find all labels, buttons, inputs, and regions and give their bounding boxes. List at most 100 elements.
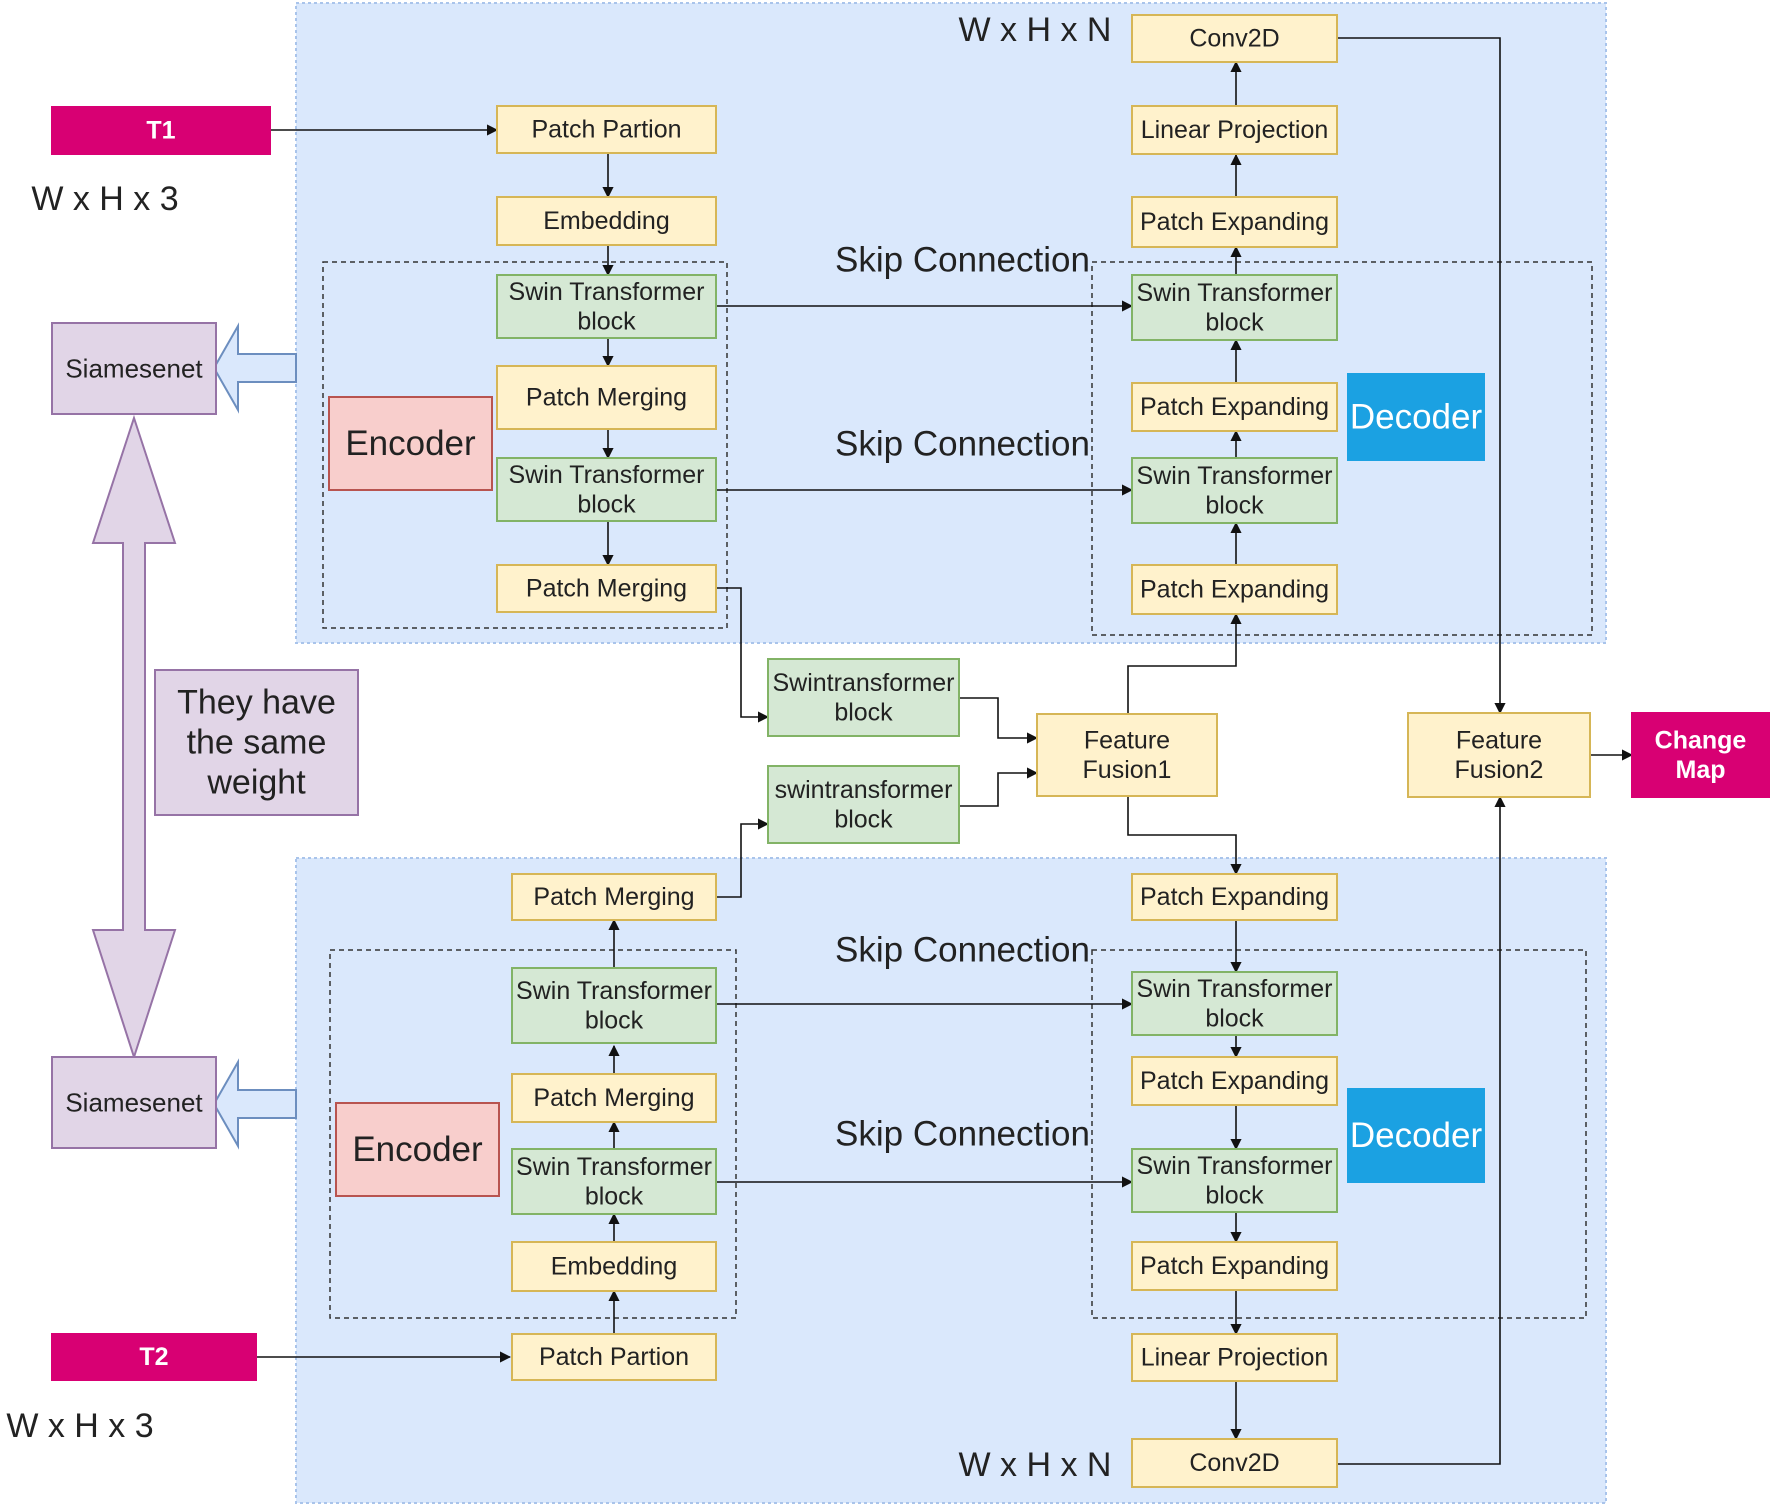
top-embedding: Embedding (496, 196, 717, 246)
input-t1-label-line: T1 (146, 117, 175, 145)
top-decoder-label-label: Decoder (1350, 398, 1483, 437)
top-patch-merging-1-label-line: Patch Merging (526, 384, 687, 412)
bottom-encoder-swin-1-label-line: block (585, 1006, 644, 1034)
top-decoder-label-label-line: Decoder (1350, 398, 1483, 437)
bottom-skip-connection-1: Skip Connection (835, 931, 1090, 970)
middle-swin-bottom-label-line: swintransformer (775, 776, 953, 804)
top-skip-connection-1: Skip Connection (835, 241, 1090, 280)
t1-dimensions: W x H x 3 (31, 180, 178, 218)
bottom-patch-partion-label-line: Patch Partion (539, 1343, 689, 1371)
bottom-embedding: Embedding (511, 1241, 717, 1292)
middle-swin-bottom-label-line: block (834, 805, 893, 833)
top-embedding-label: Embedding (543, 207, 669, 235)
top-patch-partion-box (496, 105, 717, 154)
top-patch-expanding-2-label: Patch Expanding (1140, 393, 1329, 421)
input-t2: T2 (51, 1333, 257, 1381)
top-patch-merging-1: Patch Merging (496, 365, 717, 430)
top-patch-merging-2-label-line: Patch Merging (526, 575, 687, 603)
bottom-decoder-swin-2-label-line: Swin Transformer (1137, 1152, 1333, 1180)
top-encoder-group (322, 261, 728, 629)
top-linear-projection-label-line: Linear Projection (1141, 116, 1329, 144)
top-encoder-swin-2-label-line: Swin Transformer (509, 461, 705, 489)
top-patch-partion-label: Patch Partion (531, 116, 681, 144)
bottom-patch-merging-top-label-line: Patch Merging (533, 883, 694, 911)
top-patch-expanding-1-box (1131, 196, 1338, 248)
middle-swin-top-label-line: Swintransformer (773, 669, 955, 697)
bottom-embedding-label-line: Embedding (551, 1253, 677, 1281)
bottom-linear-projection-label: Linear Projection (1141, 1344, 1329, 1372)
siamesenet-top-box (51, 322, 217, 415)
top-conv2d-label: Conv2D (1189, 25, 1279, 53)
bottom-skip-connection-2-label-line: Skip Connection (835, 1115, 1090, 1154)
top-embedding-label-line: Embedding (543, 207, 669, 235)
top-skip-connection-2: Skip Connection (835, 425, 1090, 464)
top-patch-expanding-3-label-line: Patch Expanding (1140, 576, 1329, 604)
bottom-decoder-label-label: Decoder (1350, 1116, 1483, 1155)
top-patch-expanding-3-box (1131, 564, 1338, 615)
top-patch-expanding-2: Patch Expanding (1131, 382, 1338, 432)
bottom-patch-expanding-1-label: Patch Expanding (1140, 1067, 1329, 1095)
change-map-output-label-line: Change (1655, 726, 1747, 754)
top-encoder-label-box (328, 396, 493, 491)
top-skip-connection-1-label: Skip Connection (835, 241, 1090, 280)
top-decoder-swin-1-label-line: Swin Transformer (1137, 279, 1333, 307)
shared-weight-note-label-line: weight (206, 764, 306, 802)
top-patch-merging-2-box (496, 564, 717, 613)
bottom-decoder-swin-2-label-line: block (1205, 1181, 1264, 1209)
change-map-output-label-line: Map (1676, 756, 1726, 784)
change-map-output-box (1631, 712, 1770, 798)
top-encoder-swin-2-label-line: block (577, 490, 636, 518)
bottom-encoder-label-label: Encoder (352, 1130, 483, 1169)
bottom-encoder-swin-2-label-line: Swin Transformer (516, 1153, 712, 1181)
bottom-patch-expanding-top-box (1131, 873, 1338, 921)
input-t1: T1 (51, 106, 271, 155)
bottom-patch-partion: Patch Partion (511, 1333, 717, 1381)
bottom-encoder-label: Encoder (335, 1102, 500, 1197)
feature-fusion-2-label-line: Feature (1456, 726, 1542, 754)
feature-fusion-2-box (1407, 712, 1591, 798)
bottom-skip-connection-1-label: Skip Connection (835, 931, 1090, 970)
top-patch-expanding-1-label: Patch Expanding (1140, 208, 1329, 236)
shared-weight-note-label-line: They have (177, 683, 336, 721)
shared-weight-note-label-line: the same (187, 724, 327, 762)
siamese-structure (91, 322, 297, 1150)
bottom-linear-projection-box (1131, 1333, 1338, 1382)
t2-dimensions-label-line: W x H x 3 (6, 1407, 153, 1445)
top-conv2d-label-line: Conv2D (1189, 25, 1279, 53)
bottom-patch-expanding-top: Patch Expanding (1131, 873, 1338, 921)
top-decoder-swin-2-label-line: block (1205, 491, 1264, 519)
top-conv2d-box (1131, 14, 1338, 63)
bottom-patch-merging-label-line: Patch Merging (533, 1084, 694, 1112)
bottom-patch-expanding-1-label-line: Patch Expanding (1140, 1067, 1329, 1095)
bottom-patch-partion-label: Patch Partion (539, 1343, 689, 1371)
top-encoder-swin-2-box (496, 457, 717, 522)
bottom-patch-expanding-1-box (1131, 1056, 1338, 1106)
bottom-patch-merging-top: Patch Merging (511, 873, 717, 921)
bottom-patch-expanding-2: Patch Expanding (1131, 1241, 1338, 1291)
feature-fusion-1-label-line: Feature (1084, 726, 1170, 754)
bottom-linear-projection: Linear Projection (1131, 1333, 1338, 1382)
bottom-patch-merging-top-label: Patch Merging (533, 883, 694, 911)
middle-swin-top-box (767, 658, 960, 737)
top-patch-expanding-2-box (1131, 382, 1338, 432)
top-encoder-swin-1-label-line: Swin Transformer (509, 278, 705, 306)
top-branch-panel (295, 2, 1607, 644)
bottom-patch-merging-box (511, 1073, 717, 1123)
bottom-decoder-label-label-line: Decoder (1350, 1116, 1483, 1155)
top-embedding-box (496, 196, 717, 246)
top-patch-partion-label-line: Patch Partion (531, 116, 681, 144)
top-conv2d: Conv2D (1131, 14, 1338, 63)
